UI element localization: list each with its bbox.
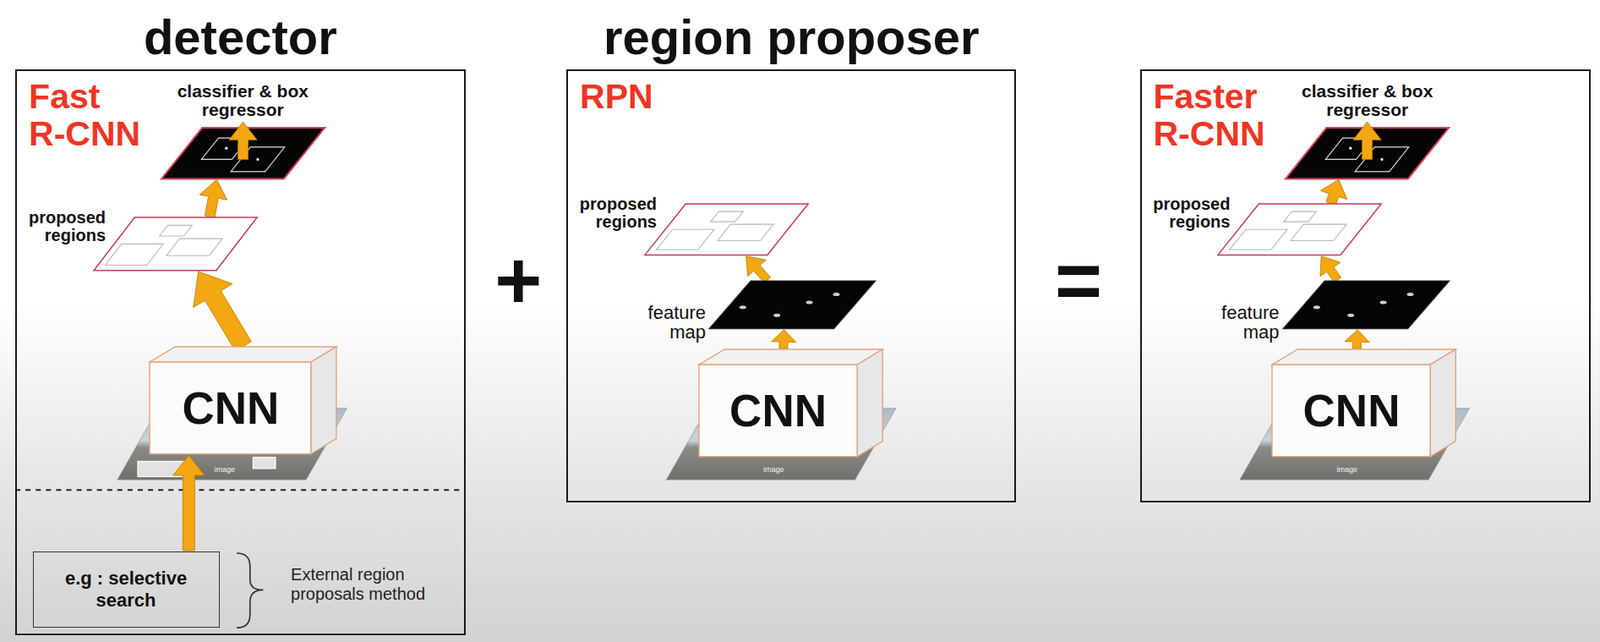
output-arrow — [1353, 121, 1382, 159]
flow-arrow — [1344, 329, 1370, 349]
activation-dot — [1379, 300, 1387, 305]
region-box — [105, 244, 164, 266]
operator-sign: = — [1054, 240, 1103, 322]
activation-dot — [1406, 292, 1414, 296]
feature-layer: feature map — [1283, 280, 1450, 329]
panel-heading: detector — [143, 9, 338, 66]
layer-label: feature map — [1199, 302, 1280, 342]
method-box: e.g : selective search — [32, 551, 220, 628]
model-title: Faster R-CNN — [1153, 77, 1268, 153]
block-label: CNN — [698, 364, 858, 457]
classifier-layer: classifier & box regressor — [161, 127, 325, 179]
image-caption: image — [1337, 465, 1359, 475]
layer-label: proposed regions — [12, 208, 106, 245]
cube-side — [1430, 349, 1457, 457]
layer-drawing — [93, 217, 257, 271]
region-box — [1229, 229, 1289, 251]
layer-label: proposed regions — [563, 195, 657, 231]
layer-label: feature map — [625, 302, 706, 342]
flow-arrow — [173, 454, 205, 551]
layer-plane — [1217, 203, 1382, 255]
flow-arrow — [193, 271, 252, 351]
curly-bracket — [236, 552, 263, 628]
panel-heading: region proposer — [603, 9, 980, 66]
flow-arrow — [199, 179, 228, 218]
proposal-layer: proposed regions — [93, 217, 257, 271]
region-box — [710, 212, 744, 223]
layer-plane — [93, 217, 257, 271]
cube-side — [857, 349, 883, 457]
layer-drawing — [161, 127, 325, 179]
image-proposal — [252, 457, 276, 469]
model-title: RPN — [579, 77, 656, 115]
activation-dot — [256, 158, 259, 161]
layer-drawing — [644, 203, 809, 255]
image-caption: image — [763, 465, 785, 475]
separator-line — [15, 488, 465, 491]
feature-layer: feature map — [709, 280, 876, 329]
cnn-block: CNN — [698, 349, 883, 457]
bracket-note: External region proposals method — [290, 564, 460, 604]
region-box — [717, 224, 774, 241]
layer-plane — [644, 203, 809, 255]
cube-top — [149, 346, 337, 362]
cube-side — [311, 346, 337, 454]
region-box — [166, 238, 223, 256]
layer-label: classifier & box regressor — [1294, 81, 1441, 120]
flow-arrow — [771, 329, 797, 349]
cnn-block: CNN — [1272, 349, 1456, 457]
cube-top — [698, 349, 883, 365]
layer-plane — [709, 280, 876, 329]
layer-drawing — [1285, 127, 1449, 179]
layer-label: proposed regions — [1136, 195, 1230, 231]
block-label: CNN — [1272, 364, 1431, 457]
region-box — [1283, 212, 1317, 223]
model-title: Fast R-CNN — [28, 77, 143, 153]
cnn-block: CNN — [149, 346, 337, 454]
layer-label: classifier & box regressor — [169, 81, 316, 120]
flow-arrow — [1320, 256, 1342, 283]
activation-dot — [833, 292, 841, 296]
layer-drawing — [1283, 280, 1450, 329]
layer-plane — [1283, 280, 1450, 329]
cube-front — [149, 362, 312, 455]
proposal-layer: proposed regions — [1217, 203, 1382, 255]
flow-arrow — [1320, 179, 1348, 205]
region-box — [1290, 224, 1347, 241]
cube-top — [1272, 349, 1456, 365]
layer-drawing — [1217, 203, 1382, 255]
box-label: e.g : selective search — [33, 562, 219, 618]
cube-front — [1272, 364, 1431, 457]
activation-dot — [1347, 313, 1355, 317]
output-arrow — [229, 121, 257, 159]
model-panel: Faster R-CNN classifier & box regressor pr… — [1140, 69, 1592, 503]
model-panel: region proposerRPNproposed regionsfeatur… — [566, 69, 1016, 503]
model-panel: detectorFast R-CNNclassifier & box regre… — [15, 69, 465, 635]
activation-dot — [739, 305, 747, 309]
block-label: CNN — [149, 362, 312, 455]
operator-sign: + — [494, 240, 542, 322]
activation-dot — [224, 146, 228, 149]
flow-arrow — [746, 256, 771, 284]
cube-front — [698, 364, 858, 457]
region-box — [159, 225, 193, 237]
image-caption: image — [214, 465, 236, 475]
activation-dot — [1312, 305, 1320, 309]
activation-dot — [773, 313, 781, 317]
activation-dot — [1348, 146, 1352, 149]
layer-drawing — [709, 280, 876, 329]
activation-dot — [1381, 158, 1384, 161]
region-box — [655, 229, 715, 251]
proposal-layer: proposed regions — [644, 203, 809, 255]
activation-dot — [806, 300, 814, 305]
classifier-layer: classifier & box regressor — [1285, 127, 1449, 179]
